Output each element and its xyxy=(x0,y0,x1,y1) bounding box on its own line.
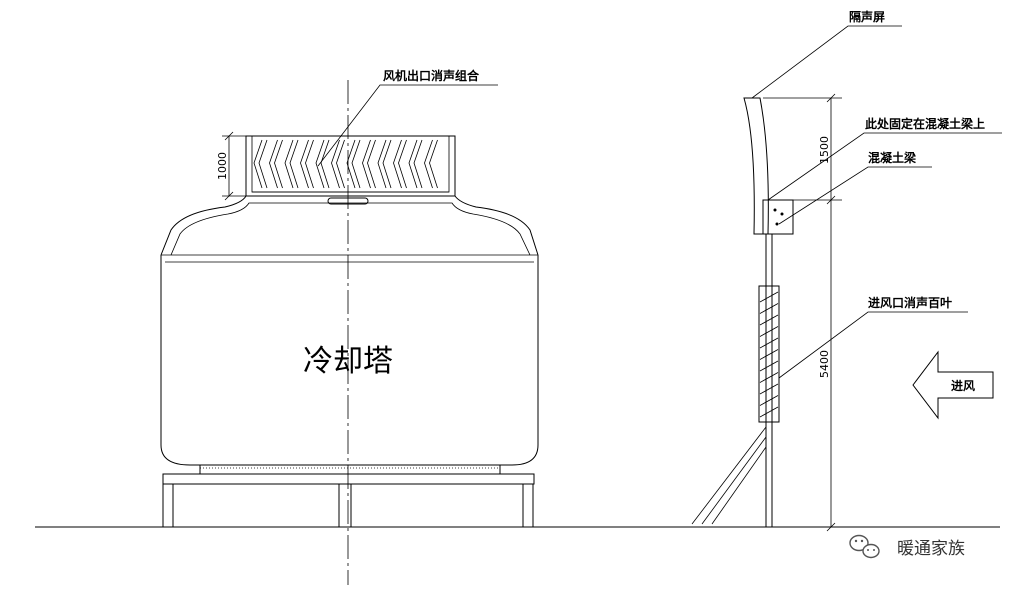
dim-outlet-height-text: 1000 xyxy=(216,152,229,180)
label-air-inlet: 进风 xyxy=(951,378,975,393)
fan-outlet-silencer xyxy=(245,135,456,197)
leader-sound-barrier xyxy=(751,25,902,99)
tower-name: 冷却塔 xyxy=(303,344,393,379)
air-inlet-arrow: 进风 xyxy=(912,350,994,420)
tower-basin xyxy=(199,465,501,475)
sound-barrier-assembly: 1500 5400 隔声屏 此处固定在混凝土梁上 混凝土梁 进风口消声百叶 xyxy=(691,9,1002,532)
concrete-beam xyxy=(762,199,794,235)
leader-inlet-louver xyxy=(778,311,968,379)
cooling-tower: 1000 风机出口消声组合 冷却塔 xyxy=(160,68,539,585)
leader-concrete-beam xyxy=(778,166,932,225)
leader-fixed-on-beam xyxy=(767,132,1002,201)
tower-shoulder xyxy=(160,195,539,256)
label-sound-barrier: 隔声屏 xyxy=(849,9,885,24)
tower-body xyxy=(160,255,539,466)
dim-barrier-total-text: 5400 xyxy=(818,350,831,378)
wechat-logo-icon xyxy=(849,534,880,559)
sound-barrier-top xyxy=(743,97,769,235)
label-concrete-beam: 混凝土梁 xyxy=(868,150,916,165)
label-fixed-on-beam: 此处固定在混凝土梁上 xyxy=(865,116,985,131)
dim-barrier-top-text: 1500 xyxy=(818,136,831,164)
tower-support-frame xyxy=(162,473,535,527)
dim-outlet-height: 1000 xyxy=(216,131,246,201)
watermark: 暖通家族 xyxy=(849,534,965,559)
leader-outlet-silencer xyxy=(317,84,498,167)
air-inlet-arrow-icon xyxy=(912,350,994,420)
label-outlet-silencer: 风机出口消声组合 xyxy=(383,68,480,83)
label-inlet-louver: 进风口消声百叶 xyxy=(868,295,952,310)
inlet-silencer-louver xyxy=(758,285,780,423)
watermark-text: 暖通家族 xyxy=(897,539,965,559)
dim-barrier: 1500 5400 xyxy=(763,93,842,532)
